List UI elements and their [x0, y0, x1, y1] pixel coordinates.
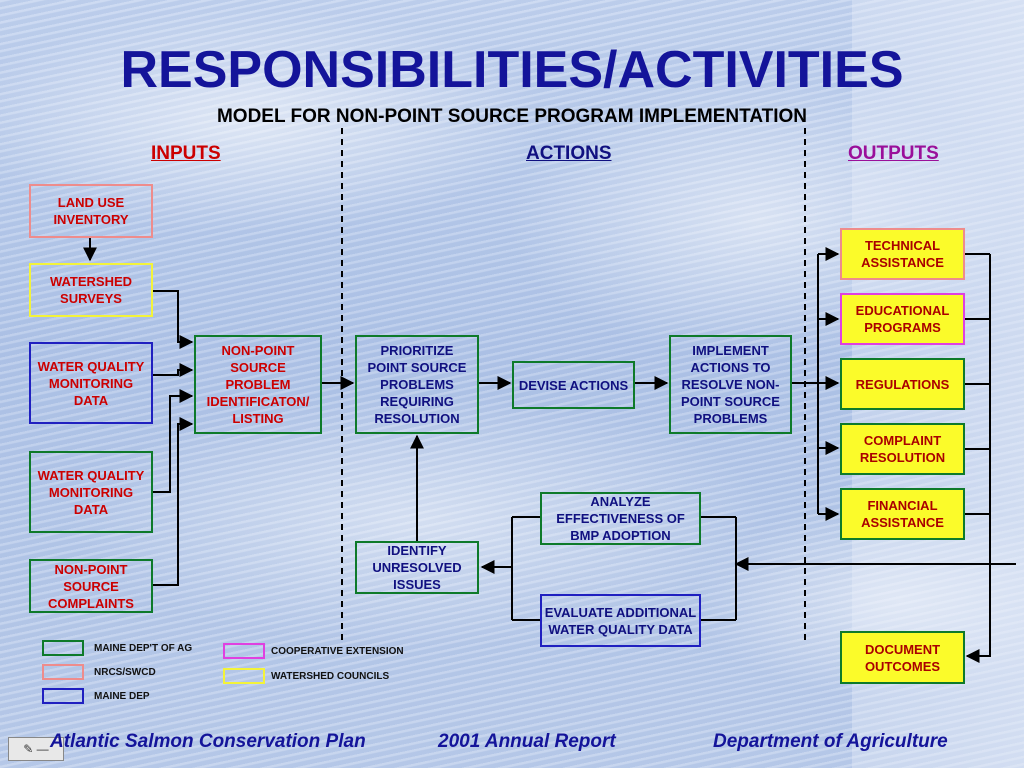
slide-title: RESPONSIBILITIES/ACTIVITIES	[120, 41, 904, 99]
box-nps-complaints: NON-POINT SOURCE COMPLAINTS	[29, 559, 153, 613]
box-watershed-surveys: WATERSHED SURVEYS	[29, 263, 153, 317]
box-regulations: REGULATIONS	[840, 358, 965, 410]
legend-label-nrcs: NRCS/SWCD	[94, 667, 156, 678]
footer-report: 2001 Annual Report	[438, 731, 616, 752]
box-wq-monitoring-ag: WATER QUALITY MONITORING DATA	[29, 451, 153, 533]
footer-department: Department of Agriculture	[713, 731, 948, 752]
legend-label-maine-dep: MAINE DEP	[94, 691, 150, 702]
box-land-use-inventory: LAND USE INVENTORY	[29, 184, 153, 238]
arrow-complaints-nps	[153, 417, 194, 586]
column-inputs: INPUTS	[151, 143, 221, 164]
footer-plan: Atlantic Salmon Conservation Plan	[50, 731, 366, 752]
column-outputs: OUTPUTS	[848, 143, 939, 164]
legend-label-maine-ag: MAINE DEP'T OF AG	[94, 643, 193, 654]
box-nps-identification: NON-POINT SOURCE PROBLEM IDENTIFICATON/ …	[194, 335, 322, 434]
box-evaluate-data: EVALUATE ADDITIONAL WATER QUALITY DATA	[540, 594, 701, 647]
arrow-to-document	[965, 254, 991, 663]
arrow-wq2-nps	[153, 389, 194, 493]
legend-swatch-councils	[223, 668, 265, 684]
slide-subtitle: MODEL FOR NON-POINT SOURCE PROGRAM IMPLE…	[216, 106, 808, 127]
box-wq-monitoring-dep: WATER QUALITY MONITORING DATA	[29, 342, 153, 424]
column-actions: ACTIONS	[526, 143, 612, 164]
box-complaint-resolution: COMPLAINT RESOLUTION	[840, 423, 965, 475]
box-technical-assistance: TECHNICAL ASSISTANCE	[840, 228, 965, 280]
box-identify-unresolved: IDENTIFY UNRESOLVED ISSUES	[355, 541, 479, 594]
box-implement-actions: IMPLEMENT ACTIONS TO RESOLVE NON-POINT S…	[669, 335, 792, 434]
box-analyze-effectiveness: ANALYZE EFFECTIVENESS OF BMP ADOPTION	[540, 492, 701, 545]
box-devise-actions: DEVISE ACTIONS	[512, 361, 635, 409]
legend-label-councils: WATERSHED COUNCILS	[271, 671, 390, 682]
legend-swatch-nrcs	[42, 664, 84, 680]
presentation-control-icon[interactable]: ✎ —	[8, 737, 64, 761]
box-educational-programs: EDUCATIONAL PROGRAMS	[840, 293, 965, 345]
legend-swatch-coop	[223, 643, 265, 659]
box-document-outcomes: DOCUMENT OUTCOMES	[840, 631, 965, 684]
box-prioritize: PRIORITIZE POINT SOURCE PROBLEMS REQUIRI…	[355, 335, 479, 434]
legend-swatch-maine-ag	[42, 640, 84, 656]
arrow-watershed-nps	[153, 290, 194, 349]
legend-swatch-maine-dep	[42, 688, 84, 704]
box-financial-assistance: FINANCIAL ASSISTANCE	[840, 488, 965, 540]
legend-label-coop: COOPERATIVE EXTENSION	[271, 646, 404, 657]
arrow-wq1-nps	[153, 363, 194, 377]
